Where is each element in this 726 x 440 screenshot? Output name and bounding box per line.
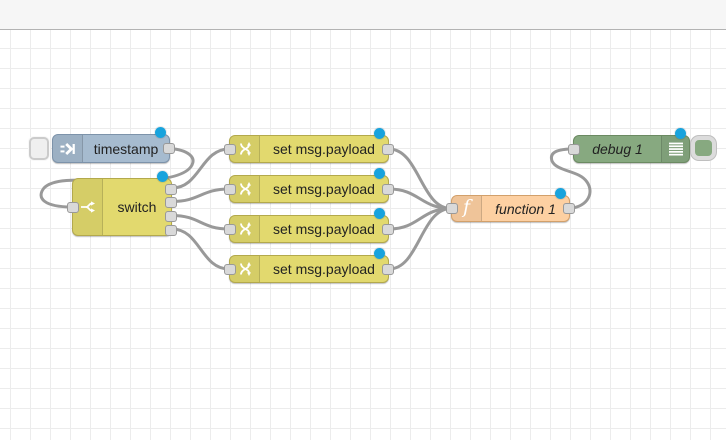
node-label: function 1: [495, 200, 556, 217]
change-swap-icon: [230, 136, 260, 162]
change4-output-port[interactable]: [382, 263, 394, 275]
node-change-2[interactable]: set msg.payload: [224, 168, 394, 203]
node-label: set msg.payload: [273, 221, 375, 237]
changed-indicator: [157, 171, 168, 182]
node-switch[interactable]: switch: [67, 171, 177, 236]
change4-input-port[interactable]: [224, 263, 236, 275]
change1-input-port[interactable]: [224, 143, 236, 155]
changed-indicator: [374, 248, 385, 259]
node-function-1[interactable]: f function 1: [446, 188, 575, 222]
change3-input-port[interactable]: [224, 223, 236, 235]
wire-switch3-to-change3[interactable]: [170, 214, 231, 231]
wire-switch2-to-change2[interactable]: [170, 187, 231, 203]
wire-change4-to-function[interactable]: [387, 207, 453, 271]
changed-indicator: [555, 188, 566, 199]
switch-output-port-3[interactable]: [165, 211, 177, 222]
changed-indicator: [675, 128, 686, 139]
debug-lines-icon: [661, 136, 689, 162]
node-inject-timestamp[interactable]: timestamp: [29, 127, 175, 163]
debug-enable-toggle[interactable]: [691, 136, 716, 160]
node-label: set msg.payload: [273, 261, 375, 277]
switch-output-port-1[interactable]: [165, 183, 177, 195]
node-change-3[interactable]: set msg.payload: [224, 208, 394, 243]
inject-arrow-icon: [53, 135, 83, 162]
wire-switch4-to-change4[interactable]: [170, 227, 231, 271]
inject-trigger-button[interactable]: [29, 137, 49, 160]
wire-switch1-to-change1[interactable]: [170, 147, 231, 190]
node-label: set msg.payload: [273, 141, 375, 157]
switch-input-port[interactable]: [67, 201, 79, 213]
node-label: switch: [117, 199, 157, 215]
switch-output-port-2[interactable]: [165, 197, 177, 208]
inject-output-port[interactable]: [163, 143, 175, 154]
flow-canvas[interactable]: timestamp switch: [0, 30, 726, 440]
node-change-1[interactable]: set msg.payload: [224, 128, 394, 163]
changed-indicator: [374, 128, 385, 139]
change1-output-port[interactable]: [382, 143, 394, 155]
changed-indicator: [374, 168, 385, 179]
node-debug-1[interactable]: debug 1: [568, 128, 716, 163]
changed-indicator: [374, 208, 385, 219]
function-output-port[interactable]: [563, 203, 575, 214]
node-label: timestamp: [93, 140, 159, 157]
changed-indicator: [155, 127, 166, 138]
editor-header: [0, 0, 726, 30]
switch-output-port-4[interactable]: [165, 224, 177, 236]
debug-input-port[interactable]: [568, 143, 580, 155]
function-input-port[interactable]: [446, 203, 458, 214]
change2-output-port[interactable]: [382, 183, 394, 195]
change3-output-port[interactable]: [382, 223, 394, 235]
wire-function-to-debug[interactable]: [549, 147, 592, 210]
node-change-4[interactable]: set msg.payload: [224, 248, 394, 283]
node-label: set msg.payload: [273, 181, 375, 197]
change2-input-port[interactable]: [224, 183, 236, 195]
node-label: debug 1: [592, 141, 643, 157]
wire-layer: [39, 147, 592, 271]
